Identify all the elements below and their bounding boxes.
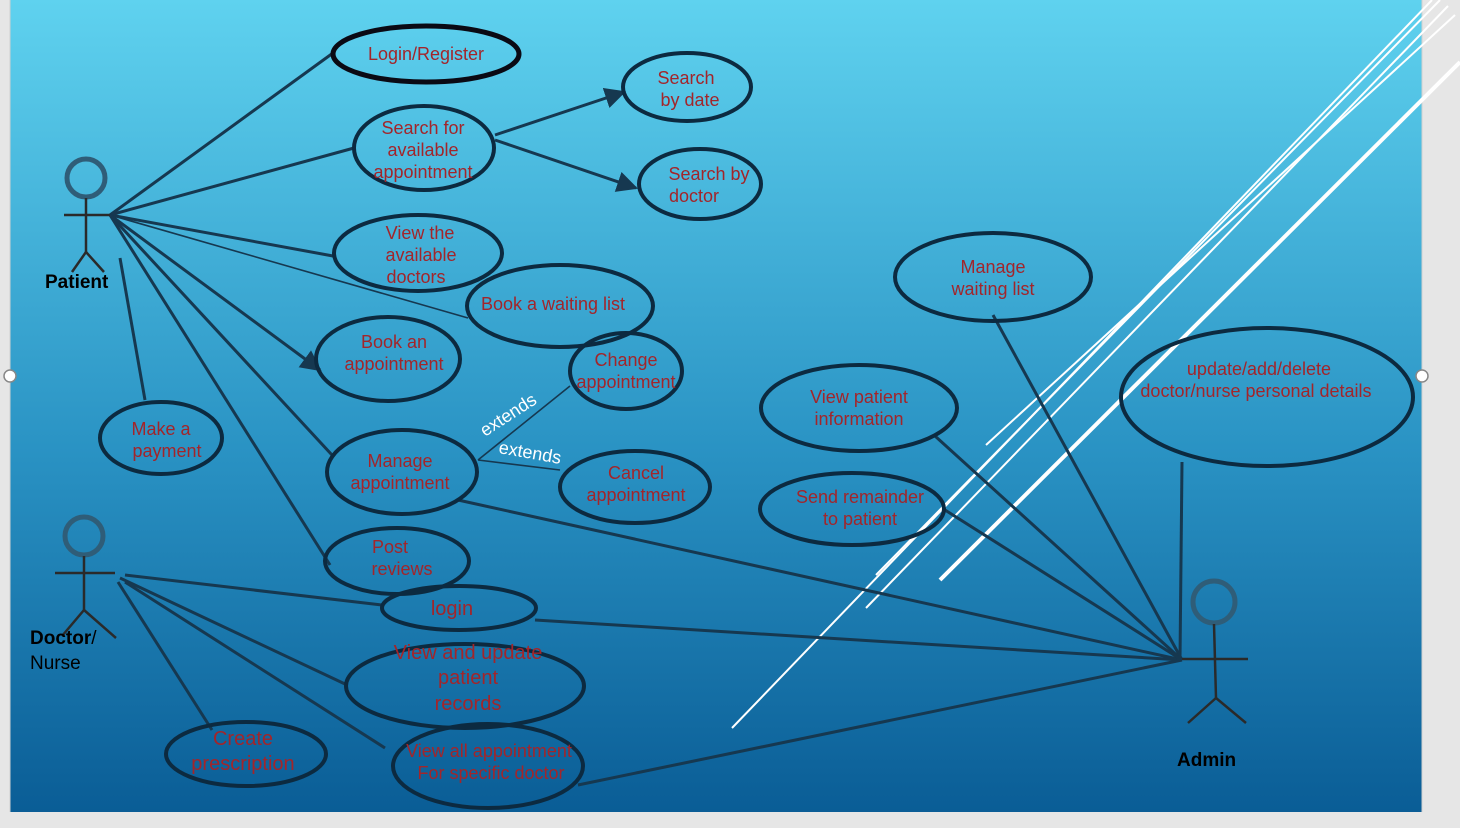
use-case-send-reminder: Send remainder to patient [758, 471, 946, 547]
use-case-change-appointment: Change appointment [568, 331, 684, 411]
svg-text:reviews: reviews [371, 559, 432, 579]
use-case-search-by-date: Search by date [621, 51, 753, 123]
use-case-login: login [380, 584, 538, 632]
svg-text:doctor/nurse personal details: doctor/nurse personal details [1140, 381, 1371, 401]
svg-text:Post: Post [372, 537, 408, 557]
svg-text:Change: Change [594, 350, 657, 370]
svg-text:waiting list: waiting list [950, 279, 1034, 299]
slide-background [10, 0, 1422, 812]
svg-text:View patient: View patient [810, 387, 908, 407]
use-case-search-by-doctor: Search by doctor [637, 147, 763, 221]
svg-text:information: information [814, 409, 903, 429]
svg-text:records: records [435, 693, 502, 715]
svg-text:View and update: View and update [394, 642, 543, 664]
patient-actor: Patient [45, 156, 110, 293]
svg-text:available: available [387, 140, 458, 160]
use-case-manage-waiting-list: Manage waiting list [893, 231, 1093, 323]
svg-text:appointment: appointment [344, 354, 443, 374]
svg-text:View the: View the [386, 223, 455, 243]
use-case-book-waiting-list: Book a waiting list [465, 263, 655, 349]
svg-text:prescription: prescription [191, 753, 294, 775]
doctor-actor-head-icon [62, 514, 106, 558]
use-case-create-prescription: Create prescription [164, 720, 328, 788]
use-case-manage-appointment: Manage appointment [325, 428, 479, 516]
bottom-bar [0, 812, 1460, 828]
svg-text:appointment: appointment [576, 372, 675, 392]
svg-text:For specific doctor: For specific doctor [417, 763, 564, 783]
doctor-nurse-actor: Doctor/ Nurse [30, 514, 117, 674]
nurse-label: Nurse [30, 653, 81, 674]
svg-text:Book a waiting list: Book a waiting list [481, 294, 625, 314]
use-case-view-patient-information: View patient information [759, 363, 959, 453]
doctor-label: Doctor/ [30, 628, 97, 649]
right-resize-handle[interactable] [1415, 369, 1429, 383]
svg-text:Send remainder: Send remainder [796, 487, 924, 507]
svg-text:appointment: appointment [586, 485, 685, 505]
svg-text:Manage: Manage [367, 451, 432, 471]
svg-text:Book an: Book an [361, 332, 427, 352]
association-lines [108, 51, 1184, 787]
svg-text:available: available [385, 245, 456, 265]
svg-text:Cancel: Cancel [608, 463, 664, 483]
use-case-view-all-appointments: View all appointment For specific doctor [391, 722, 585, 810]
svg-text:login: login [431, 598, 473, 620]
svg-text:Search by: Search by [668, 164, 749, 184]
svg-text:View all appointment: View all appointment [406, 741, 572, 761]
svg-text:update/add/delete: update/add/delete [1187, 359, 1331, 379]
admin-actor-head-icon [1190, 578, 1238, 626]
svg-text:doctors: doctors [386, 267, 445, 287]
patient-label: Patient [45, 272, 109, 293]
svg-text:patient: patient [438, 667, 498, 689]
svg-text:to patient: to patient [823, 509, 897, 529]
use-case-cancel-appointment: Cancel appointment [558, 449, 712, 525]
svg-text:appointment: appointment [373, 162, 472, 182]
patient-actor-head-icon [64, 156, 108, 200]
svg-text:doctor: doctor [669, 186, 719, 206]
use-case-make-payment: Make a payment [98, 400, 224, 476]
admin-label: Admin [1177, 750, 1236, 771]
decorative-lines [731, 0, 1460, 729]
use-case-update-staff-details: update/add/delete doctor/nurse personal … [1119, 326, 1415, 468]
svg-text:appointment: appointment [350, 473, 449, 493]
svg-text:Search for: Search for [381, 118, 464, 138]
use-case-book-appointment: Book an appointment [314, 315, 462, 403]
svg-text:Create: Create [213, 728, 273, 750]
svg-text:payment: payment [132, 441, 201, 461]
use-case-search-available: Search for available appointment [352, 104, 496, 192]
svg-text:Search: Search [657, 68, 714, 88]
svg-text:Login/Register: Login/Register [368, 44, 484, 64]
svg-text:Manage: Manage [960, 257, 1025, 277]
use-case-login-register: Login/Register [330, 23, 522, 85]
use-case-post-reviews: Post reviews [323, 526, 471, 596]
left-resize-handle[interactable] [3, 369, 17, 383]
use-case-view-update-records: View and update patient records [344, 642, 586, 730]
svg-text:Make a: Make a [131, 419, 191, 439]
use-case-view-available-doctors: View the available doctors [332, 213, 504, 293]
admin-actor: Admin [1177, 578, 1248, 771]
svg-text:by date: by date [660, 90, 719, 110]
